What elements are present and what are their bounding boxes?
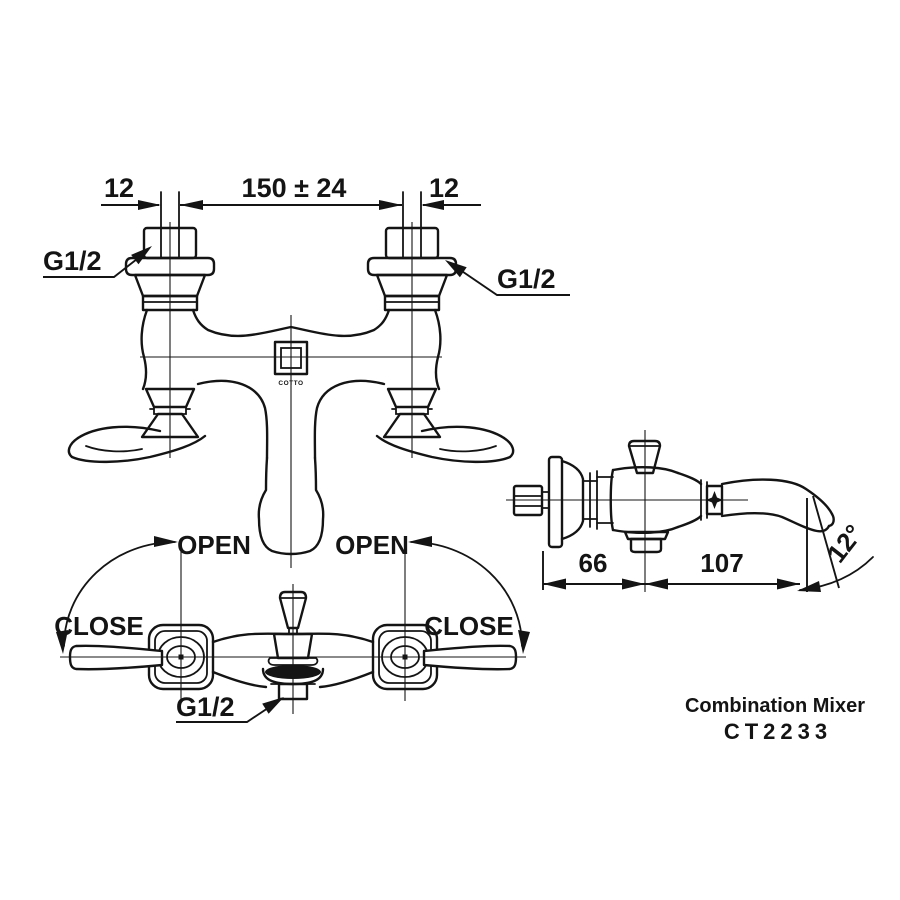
- hex-nut-side: [512, 484, 544, 517]
- thread-callout-right: G1/2: [445, 260, 570, 296]
- top-view: OPEN OPEN CLOSE CLOSE G1/2: [54, 530, 532, 723]
- dimension-depth: 66 107: [542, 548, 800, 590]
- spout-side: [720, 478, 835, 533]
- wall-flange: [547, 455, 564, 549]
- close-right-label: CLOSE: [424, 611, 514, 641]
- center-mark: [706, 491, 723, 509]
- dim-inlet-left-label: 12: [104, 173, 134, 203]
- front-view: 12 150 ± 24 12 COTTO G1/2 G1/2: [43, 173, 570, 568]
- diverter-knob-side: [627, 439, 662, 475]
- thread-right-label: G1/2: [497, 264, 556, 294]
- dim-spout-reach-label: 107: [700, 548, 743, 578]
- dim-inlet-right-label: 12: [429, 173, 459, 203]
- close-left-label: CLOSE: [54, 611, 144, 641]
- shower-outlet: [623, 530, 670, 554]
- thread-callout-left: G1/2: [43, 246, 152, 278]
- dimension-angle: 12°: [797, 495, 874, 592]
- thread-callout-outlet: G1/2: [176, 692, 284, 723]
- thread-outlet-label: G1/2: [176, 692, 235, 722]
- title-block: Combination Mixer CT2233: [685, 695, 865, 744]
- product-model: CT2233: [724, 719, 832, 744]
- product-title: Combination Mixer: [685, 695, 865, 717]
- dim-spacing-label: 150 ± 24: [242, 173, 347, 203]
- open-left-label: OPEN: [177, 530, 251, 560]
- dim-wall-offset-label: 66: [579, 548, 608, 578]
- mixer-body-side: [609, 466, 708, 534]
- thread-left-label: G1/2: [43, 246, 102, 276]
- side-view: 66 107 12°: [506, 430, 874, 592]
- open-right-label: OPEN: [335, 530, 409, 560]
- dimension-spacing: 12 150 ± 24 12: [104, 173, 459, 206]
